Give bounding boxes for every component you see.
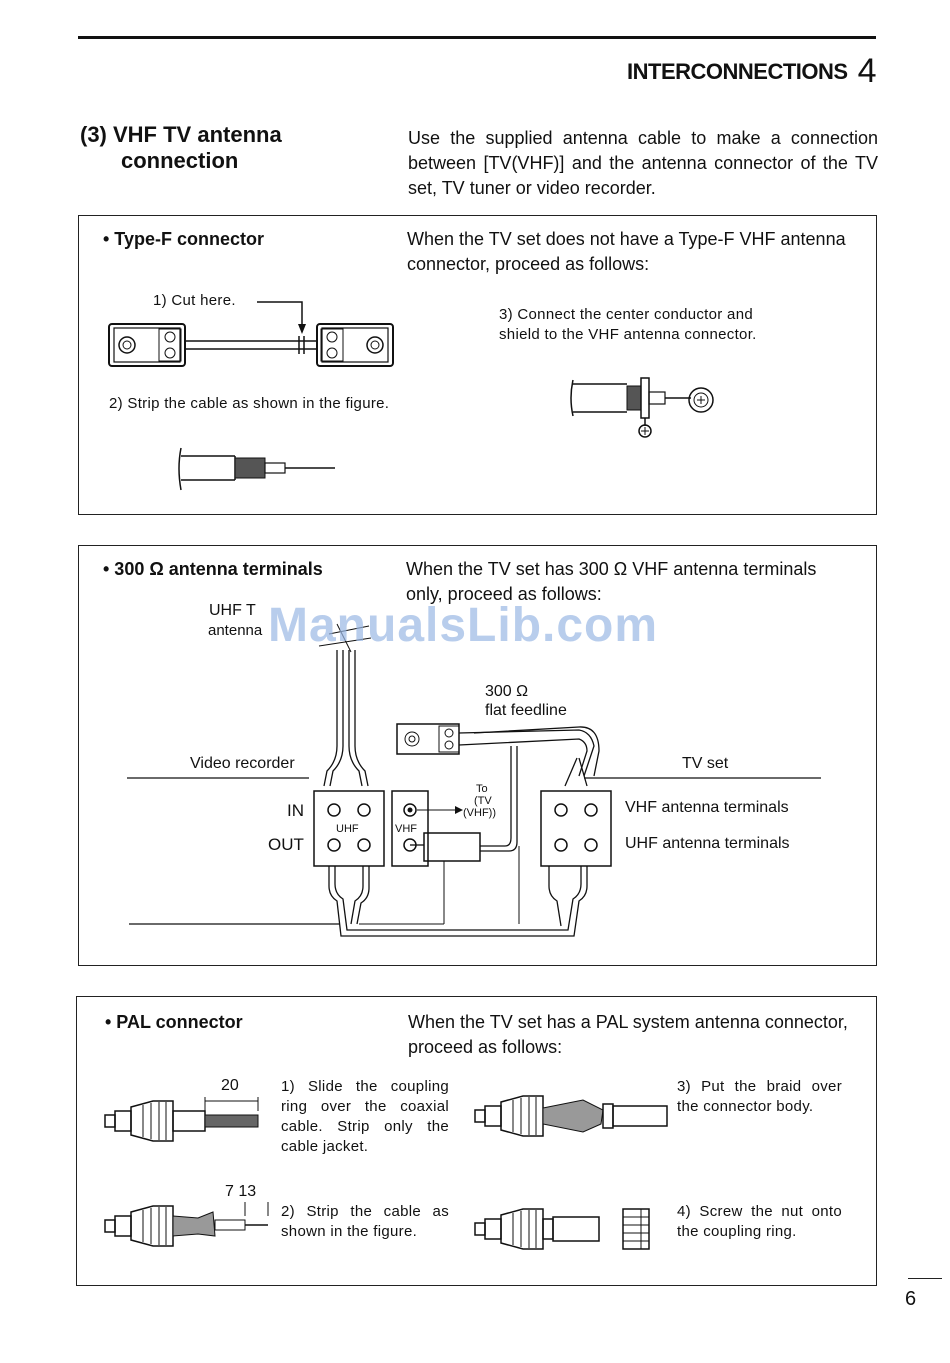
header-title: INTERCONNECTIONS (627, 59, 848, 84)
typef-box: • Type-F connector When the TV set does … (78, 215, 877, 515)
to-tv-label-3: (VHF)) (463, 807, 496, 819)
connect-terminal-figure (570, 377, 714, 438)
uhf-small-label: UHF (336, 823, 359, 835)
pal-figure-1 (104, 1097, 259, 1142)
antenna-wiring-diagram (127, 623, 821, 937)
feedline-label-1: 300 Ω (485, 683, 529, 700)
uhf-terminals-label: UHF antenna terminals (625, 835, 790, 852)
pal-figure-2 (104, 1202, 269, 1247)
chapter-number: 4 (857, 52, 877, 90)
feedline-label-2: flat feedline (485, 702, 567, 719)
ohm300-desc: When the TV set has 300 Ω VHF antenna te… (406, 559, 817, 604)
vhf-small-label: VHF (395, 823, 417, 835)
pal-step4: 4) Screw the nut onto the coupling ring. (677, 1203, 842, 1240)
uhf-antenna-label-2: antenna (208, 622, 263, 639)
section-title: (3) VHF TV antenna connection (80, 122, 282, 174)
dim-20-label: 20 (221, 1077, 239, 1094)
pal-step2: 2) Strip the cable as shown in the figur… (281, 1203, 449, 1240)
typef-step3: 3) Connect the center conductor and shie… (499, 306, 757, 343)
video-recorder-label: Video recorder (190, 755, 295, 772)
vhf-terminals-label: VHF antenna terminals (625, 799, 789, 816)
watermark: ManualsLib.com (268, 599, 659, 652)
page-number: 6 (905, 1288, 917, 1310)
dim-7-13-label: 7 13 (225, 1183, 257, 1200)
stripped-cable-figure (178, 447, 335, 491)
tv-set-label: TV set (682, 755, 729, 772)
cut-cable-figure (108, 301, 394, 367)
pal-figure-3 (474, 1095, 668, 1137)
to-tv-label-2: (TV (474, 795, 492, 807)
section-intro: Use the supplied antenna cable to make a… (408, 128, 878, 198)
pal-step1: 1) Slide the coupling ring over the coax… (281, 1078, 449, 1155)
page-number-rule (908, 1278, 942, 1279)
out-label: OUT (268, 835, 304, 854)
to-tv-label-1: To (476, 783, 488, 795)
page-header: INTERCONNECTIONS 4 (627, 52, 876, 91)
in-label: IN (287, 801, 304, 820)
section-title-line2: connection (121, 148, 239, 173)
ohm300-title: • 300 Ω antenna terminals (103, 559, 323, 579)
ohm300-box: • 300 Ω antenna terminals When the TV se… (78, 545, 877, 966)
pal-title: • PAL connector (105, 1012, 243, 1032)
typef-title: • Type-F connector (103, 229, 264, 249)
section-title-line1: (3) VHF TV antenna (80, 122, 282, 147)
pal-box: • PAL connector When the TV set has a PA… (76, 996, 877, 1286)
pal-step3: 3) Put the braid over the connector body… (677, 1078, 842, 1115)
typef-step1: 1) Cut here. (153, 292, 236, 309)
typef-desc: When the TV set does not have a Type-F V… (407, 229, 846, 274)
typef-step2: 2) Strip the cable as shown in the figur… (109, 395, 390, 412)
pal-desc: When the TV set has a PAL system antenna… (408, 1012, 848, 1057)
uhf-antenna-label-1: UHF T (209, 602, 256, 619)
pal-figure-4 (474, 1208, 650, 1250)
top-rule (78, 36, 876, 39)
